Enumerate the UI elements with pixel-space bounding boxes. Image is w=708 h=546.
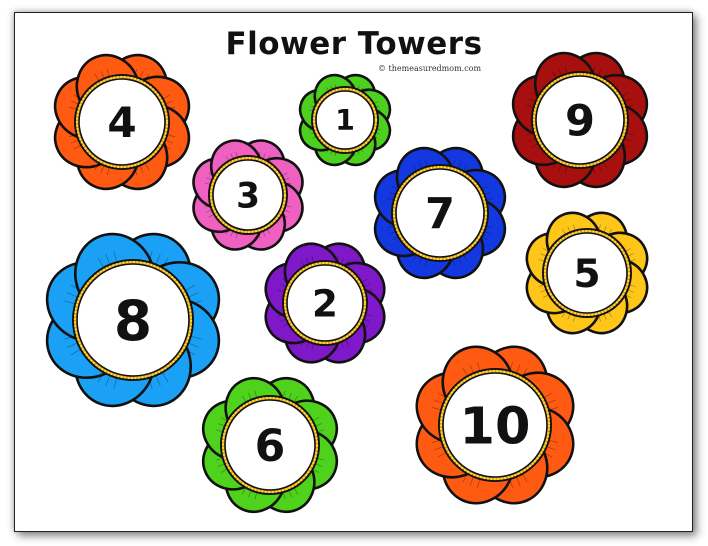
flower-number: 7 xyxy=(425,190,455,240)
center-disc xyxy=(78,78,166,166)
center-disc xyxy=(76,263,190,377)
center-disc xyxy=(535,75,625,165)
flower-7: 7 xyxy=(373,146,507,280)
flower-number: 3 xyxy=(236,176,260,216)
flower-number: 10 xyxy=(460,397,531,456)
page-title: Flower Towers xyxy=(225,26,483,62)
copyright-credit: © themeasuredmom.com xyxy=(378,64,482,73)
flower-number: 2 xyxy=(312,281,338,325)
center-disc xyxy=(546,232,628,314)
center-disc xyxy=(212,159,284,231)
center-disc xyxy=(442,372,548,478)
flower-6: 6 xyxy=(201,376,339,514)
flower-1: 1 xyxy=(298,73,392,167)
flower-4: 4 xyxy=(53,53,191,191)
flower-5: 5 xyxy=(525,211,649,335)
flower-number: 8 xyxy=(114,289,152,353)
flower-number: 9 xyxy=(565,97,595,147)
flower-number: 5 xyxy=(573,252,600,297)
flower-number: 6 xyxy=(255,421,286,472)
center-disc xyxy=(224,399,316,491)
center-disc xyxy=(315,90,375,150)
flower-number: 1 xyxy=(335,104,355,137)
center-disc xyxy=(286,264,364,342)
flower-9: 9 xyxy=(511,51,649,189)
flower-10: 10 xyxy=(415,345,575,505)
flower-8: 8 xyxy=(45,232,221,408)
flower-number: 4 xyxy=(107,98,136,147)
flower-3: 3 xyxy=(192,139,304,251)
flower-2: 2 xyxy=(264,242,386,364)
center-disc xyxy=(395,168,485,258)
